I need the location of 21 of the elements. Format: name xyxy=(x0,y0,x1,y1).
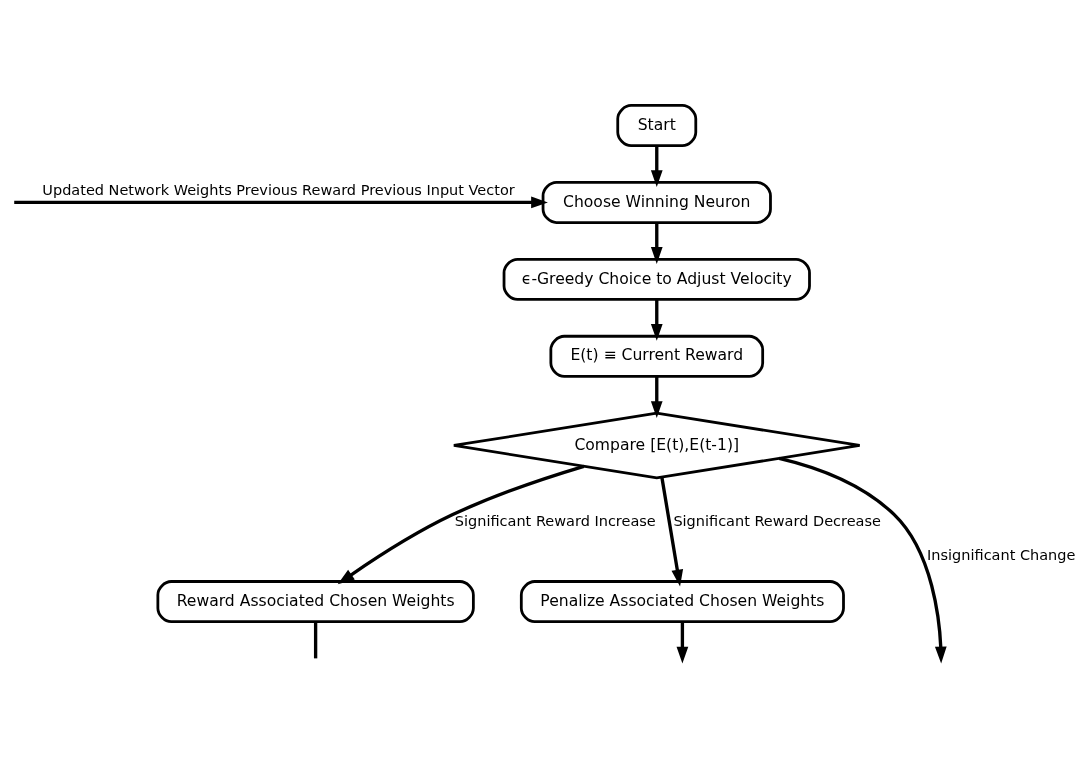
arrow xyxy=(337,464,585,585)
arrow xyxy=(660,477,684,587)
edge-label: Significant Reward Increase xyxy=(454,513,656,530)
node-box: Penalize Associated Chosen Weights xyxy=(519,580,845,624)
arrow xyxy=(650,376,663,418)
node-diamond: Compare [E(t),E(t-1)] xyxy=(452,411,862,480)
node-box: E(t) ≡ Current Reward xyxy=(549,334,765,378)
arrow xyxy=(778,456,947,664)
node-box: ϵ-Greedy Choice to Adjust Velocity xyxy=(502,257,811,301)
arrow xyxy=(650,222,663,264)
arrow xyxy=(676,621,689,664)
arrow xyxy=(14,196,548,209)
connector xyxy=(313,621,318,659)
node-box: Start xyxy=(616,104,698,147)
node-box: Choose Winning Neuron xyxy=(541,181,772,224)
edge-label: Updated Network Weights Previous Reward Previous Input Vector xyxy=(42,182,515,199)
edge-label: Significant Reward Decrease xyxy=(673,513,881,530)
edge-label: Insignificant Change xyxy=(927,546,1076,563)
arrow xyxy=(650,145,663,187)
node-box: Reward Associated Chosen Weights xyxy=(156,580,475,624)
arrow xyxy=(650,299,663,341)
